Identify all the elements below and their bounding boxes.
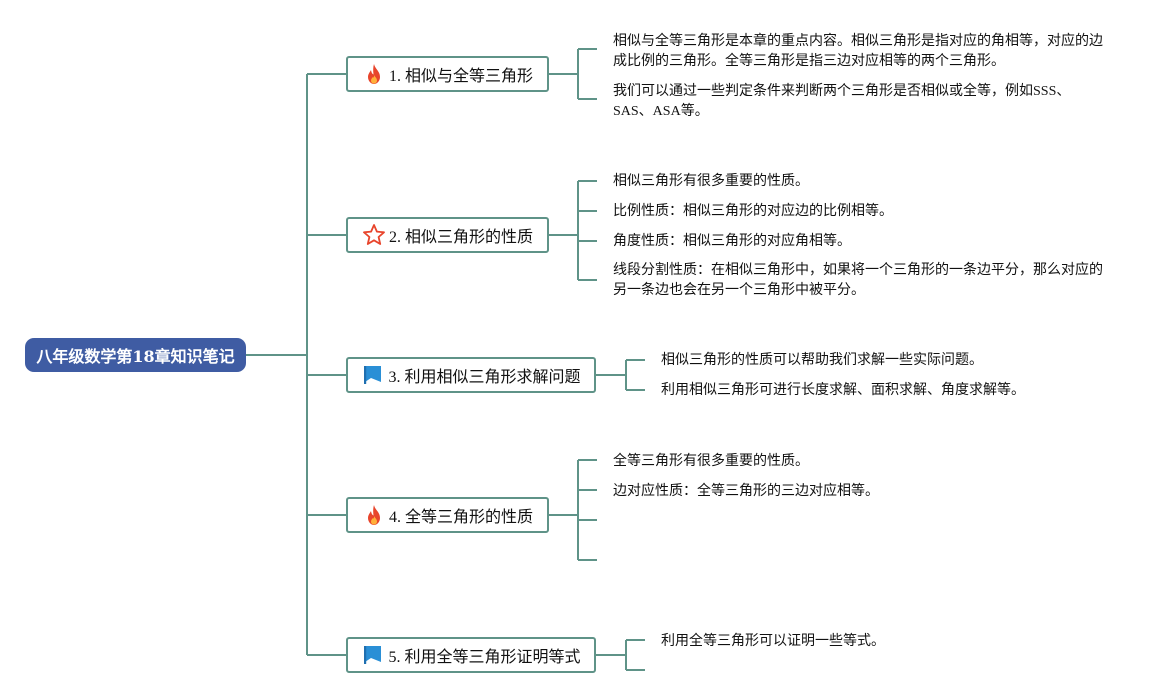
note-t2-4: 线段分割性质：在相似三角形中，如果将一个三角形的一条边平分，那么对应的另一条边也… [613, 263, 1103, 298]
note-t2-1: 相似三角形有很多重要的性质。 [613, 174, 809, 189]
note-t5-1: 利用全等三角形可以证明一些等式。 [661, 634, 885, 649]
topic-similar-and-congruent[interactable]: 1. 相似与全等三角形 [346, 56, 549, 92]
root-topic[interactable]: 八年级数学第18章知识笔记 [25, 338, 246, 372]
root-topic-label: 八年级数学第18章知识笔记 [36, 347, 235, 366]
topic-label: 1. 相似与全等三角形 [388, 68, 533, 85]
note-t4-1: 全等三角形有很多重要的性质。 [613, 454, 809, 469]
note-t1-2: 我们可以通过一些判定条件来判断两个三角形是否相似或全等，例如SSS、SAS、AS… [613, 84, 1071, 119]
topic-solve-with-similar[interactable]: 3. 利用相似三角形求解问题 [346, 357, 596, 393]
star-icon [362, 223, 386, 247]
topic-label: 2. 相似三角形的性质 [388, 229, 533, 246]
fire-icon [362, 503, 386, 527]
note-t2-2: 比例性质：相似三角形的对应边的比例相等。 [613, 204, 893, 219]
topic-label: 5. 利用全等三角形证明等式 [388, 649, 581, 666]
note-t2-3: 角度性质：相似三角形的对应角相等。 [613, 234, 851, 249]
topic-similar-properties[interactable]: 2. 相似三角形的性质 [346, 217, 549, 253]
flag-icon [361, 363, 385, 387]
topic-label: 3. 利用相似三角形求解问题 [388, 369, 581, 386]
note-t3-1: 相似三角形的性质可以帮助我们求解一些实际问题。 [661, 353, 983, 368]
flag-icon [361, 643, 385, 667]
topic-label: 4. 全等三角形的性质 [388, 509, 533, 526]
topic-congruent-properties[interactable]: 4. 全等三角形的性质 [346, 497, 549, 533]
topic-prove-with-congruent[interactable]: 5. 利用全等三角形证明等式 [346, 637, 596, 673]
note-t3-2: 利用相似三角形可进行长度求解、面积求解、角度求解等。 [661, 383, 1025, 398]
note-t1-1: 相似与全等三角形是本章的重点内容。相似三角形是指对应的角相等，对应的边成比例的三… [613, 34, 1103, 69]
note-t4-2: 边对应性质：全等三角形的三边对应相等。 [613, 484, 879, 499]
fire-icon [362, 62, 386, 86]
